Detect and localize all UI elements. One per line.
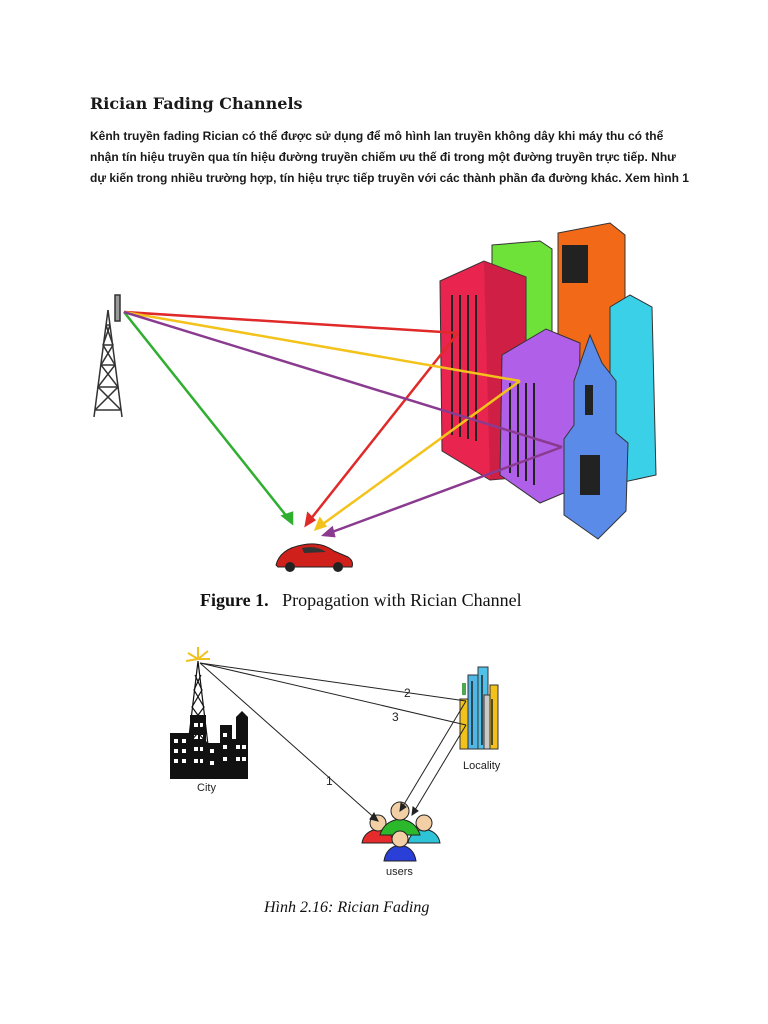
propagation-paths	[199, 662, 467, 822]
path-number-3: 3	[392, 710, 399, 724]
city-buildings-icon	[439, 222, 657, 540]
paragraph-line-2: nhận tín hiệu truyền qua tín hiệu đường …	[90, 150, 676, 164]
city-windows	[174, 723, 246, 765]
car-icon	[275, 543, 353, 572]
figure1-caption: Figure 1. Propagation with Rician Channe…	[200, 590, 522, 611]
paragraph-line-1: Kênh truyền fading Rician có thể được sử…	[90, 129, 664, 143]
figure2-diagram: 1 2 3 City Locality users	[170, 647, 501, 878]
figure1-caption-text: Propagation with Rician Channel	[282, 590, 522, 610]
figure1-caption-label: Figure 1.	[200, 590, 269, 610]
figure2-caption: Hình 2.16: Rician Fading	[264, 899, 430, 916]
path-number-2: 2	[404, 686, 411, 700]
locality-buildings-icon	[459, 666, 499, 750]
intro-paragraph: Kênh truyền fading Rician có thể được sử…	[90, 126, 690, 189]
antenna-burst-icon	[185, 647, 210, 662]
paragraph-line-3: dự kiến trong nhiều trường hợp, tín hiệu…	[90, 171, 689, 185]
section-heading: Rician Fading Channels	[90, 94, 303, 113]
propagation-rays	[123, 310, 563, 538]
figure1-illustration	[93, 222, 657, 572]
city-label: City	[197, 782, 216, 794]
path-number-1: 1	[326, 774, 333, 788]
users-label: users	[386, 866, 413, 878]
locality-label: Locality	[463, 760, 501, 772]
tower-icon	[93, 294, 123, 418]
antenna-tower-icon	[187, 660, 209, 746]
